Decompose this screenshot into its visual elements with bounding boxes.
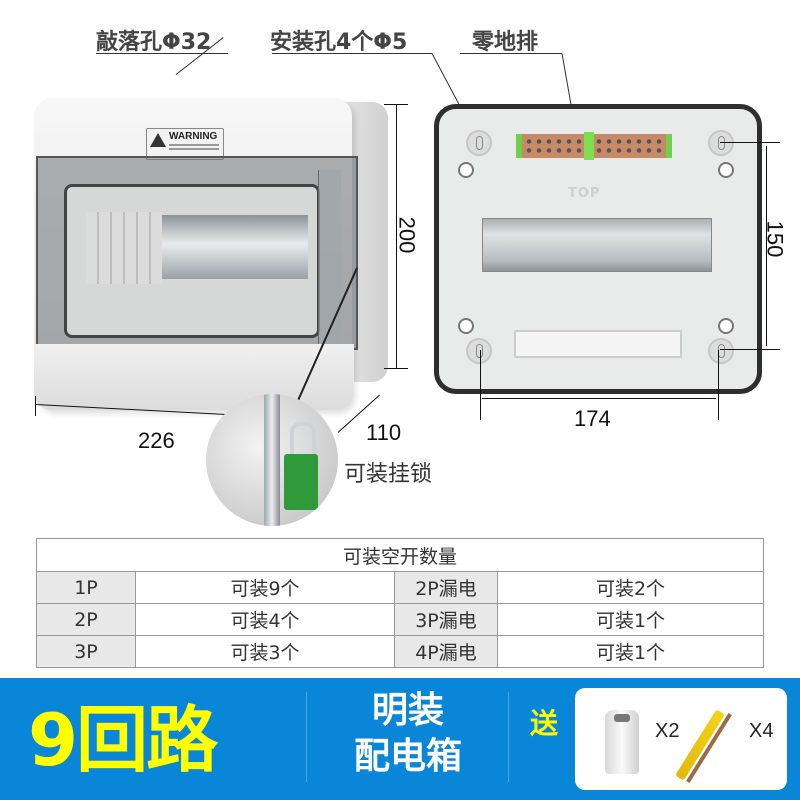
dim-width: 226 [138, 428, 175, 453]
din-rail [482, 218, 712, 272]
callout-mount-holes: 安装孔4个Φ5 [270, 30, 408, 55]
enclosure-bottom [34, 344, 354, 410]
screw-icon [458, 162, 474, 178]
dim-tick [384, 368, 408, 369]
padlock-caption: 可装挂锁 [344, 462, 433, 487]
gift-count: X4 [749, 720, 774, 742]
dim-tick [718, 350, 719, 420]
breaker-type: 1P [36, 571, 136, 604]
breaker-type: 3P [36, 635, 136, 668]
neutral-earth-busbar [516, 132, 672, 160]
mount-hole-tr [708, 130, 734, 156]
mount-type-line1: 明装 [371, 690, 444, 731]
din-rail-front [162, 215, 308, 279]
dim-holes-vertical: 150 [762, 220, 788, 258]
breaker-qty: 可装4个 [135, 603, 395, 636]
mount-hole-br [708, 338, 734, 364]
divider [508, 692, 509, 782]
padlock-shackle [290, 422, 316, 462]
rcd-qty: 可装2个 [497, 571, 764, 604]
mount-type: 明装 配电箱 [338, 688, 478, 780]
top-mark: TOP [568, 186, 601, 201]
table-row: 3P 可装3个 4P漏电 可装1个 [36, 635, 764, 668]
circuit-count: 9回路 [28, 698, 218, 782]
screw-icon [458, 318, 474, 334]
dim-height-line [396, 104, 397, 368]
dim-depth: 110 [366, 420, 402, 445]
mount-hole-tl [466, 130, 492, 156]
dim-tick [720, 349, 780, 350]
warning-fineprint [169, 144, 219, 146]
hasp [264, 394, 280, 526]
screw-icon [718, 318, 734, 334]
padlock-icon [284, 454, 318, 510]
mount-type-line2: 配电箱 [353, 736, 462, 777]
cable-slot [514, 330, 682, 358]
dim-holes-h-line [482, 398, 716, 399]
callout-underline [460, 53, 562, 54]
breaker-qty: 可装3个 [135, 635, 395, 668]
dim-tick [35, 396, 36, 416]
warning-icon [150, 133, 166, 147]
callout-underline [96, 53, 228, 54]
dim-tick [480, 350, 481, 420]
rcd-qty: 可装1个 [497, 603, 764, 636]
dim-tick [720, 142, 780, 143]
busbar-divider [584, 132, 594, 160]
table-row: 2P 可装4个 3P漏电 可装1个 [36, 603, 764, 636]
blanking-plates [86, 212, 162, 284]
rcd-type: 4P漏电 [394, 635, 498, 668]
dim-holes-horizontal: 174 [574, 406, 611, 431]
breaker-type: 2P [36, 603, 136, 636]
wall-anchor-icon [675, 709, 725, 781]
breaker-capacity-table: 可装空开数量 1P 可装9个 2P漏电 可装2个 2P 可装4个 3P漏电 可装… [36, 538, 764, 668]
callout-knockout: 敲落孔Φ32 [96, 30, 212, 55]
dim-height: 200 [394, 216, 420, 254]
gift-count: X2 [655, 720, 680, 742]
rcd-type: 3P漏电 [394, 603, 498, 636]
dim-tick [384, 104, 408, 105]
divider [306, 692, 307, 782]
cover-hinge [318, 170, 341, 346]
screw-icon [718, 162, 734, 178]
cable-gland-icon [605, 710, 639, 774]
dim-holes-v-line [766, 146, 767, 346]
rcd-type: 2P漏电 [394, 571, 498, 604]
terminal-screws [524, 137, 664, 155]
table-row: 1P 可装9个 2P漏电 可装2个 [36, 571, 764, 604]
callout-neutral-bar: 零地排 [472, 30, 539, 55]
padlock-inset [206, 394, 338, 526]
gift-label: 送 [530, 707, 559, 740]
breaker-qty: 可装9个 [135, 571, 395, 604]
gift-box: X2 X4 [575, 688, 787, 790]
warning-text: WARNING [169, 131, 218, 142]
rcd-qty: 可装1个 [497, 635, 764, 668]
table-title: 可装空开数量 [36, 538, 764, 572]
mount-hole-bl [466, 338, 492, 364]
callout-underline [272, 53, 432, 54]
